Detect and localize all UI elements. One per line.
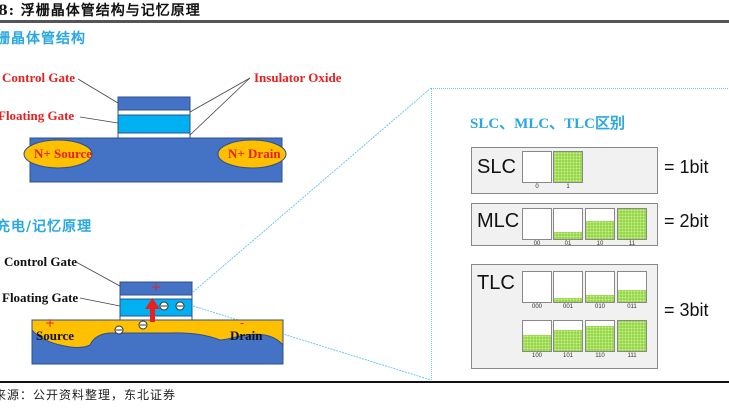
minus-drain: - (240, 316, 245, 330)
level-code: 010 (594, 304, 605, 310)
label-insulator-oxide: Insulator Oxide (254, 70, 342, 85)
label-drain-charging: Drain (230, 328, 263, 343)
level-code: 101 (562, 353, 573, 359)
leader-control-gate (77, 78, 119, 104)
charge-level-cell (553, 151, 583, 183)
label-floating-gate-charging: Floating Gate (2, 290, 79, 305)
leader-oxide-1 (189, 77, 251, 113)
charge-level-cell (553, 320, 583, 352)
slc-bit-result: = 1bit (664, 157, 709, 177)
charge-level-cell (522, 151, 552, 183)
zoom-connector-top (192, 87, 432, 293)
label-control-gate: Control Gate (2, 70, 76, 85)
level-code: 000 (531, 304, 542, 310)
control-gate (117, 96, 191, 111)
label-n-drain: N+ Drain (228, 146, 281, 161)
label-source-charging: Source (36, 328, 75, 343)
leader-floating-gate (79, 116, 119, 124)
charge-level-cell (617, 320, 647, 352)
charge-fill (586, 325, 614, 351)
floating-gate (117, 114, 191, 134)
level-code: 100 (531, 353, 542, 359)
level-code: 10 (596, 241, 604, 247)
label-n-source: N+ Source (34, 146, 93, 161)
transistor-charging-diagram (31, 261, 284, 365)
leader-oxide-2 (189, 77, 251, 136)
charge-fill (554, 231, 582, 239)
electrons (114, 301, 185, 335)
charge-level-cell (585, 271, 615, 303)
figure-title: 8: 浮栅晶体管结构与记忆原理 (0, 3, 201, 19)
charge-level-cell (522, 271, 552, 303)
charge-level-cell (585, 320, 615, 352)
section-title-structure: 栅晶体管结构 (0, 31, 86, 47)
label-floating-gate: Floating Gate (0, 108, 75, 123)
charge-fill (523, 334, 551, 351)
leader-floating-gate-charging (79, 297, 121, 307)
level-code: 11 (628, 241, 636, 247)
charge-fill (586, 221, 614, 239)
channel-region (31, 319, 284, 348)
level-code: 110 (595, 353, 605, 359)
level-code: 001 (562, 304, 573, 310)
source-note: 来源：公开资料整理，东北证券 (0, 388, 177, 402)
charge-level-cell (553, 271, 583, 303)
charge-fill (554, 152, 582, 182)
label-control-gate-charging: Control Gate (4, 254, 78, 269)
title-divider (0, 20, 729, 23)
level-code: 111 (627, 353, 637, 359)
slc-label: SLC (477, 156, 516, 178)
mlc-bit-result: = 2bit (664, 211, 709, 231)
insulator-top (117, 109, 191, 116)
charge-level-cell (585, 208, 615, 240)
charge-level-cell (617, 271, 647, 303)
insulator-bottom-charging (119, 315, 193, 321)
source-divider (0, 381, 729, 383)
level-code: 0 (535, 184, 539, 190)
insulator-bottom (117, 132, 191, 139)
tunnel-arrow-head (145, 298, 160, 309)
level-code: 1 (566, 184, 570, 190)
charge-fill (554, 330, 582, 351)
tlc-bit-result: = 3bit (664, 300, 709, 320)
charge-level-cell (553, 208, 583, 240)
level-code: 011 (627, 304, 637, 310)
comparison-title: SLC、MLC、TLC区别 (470, 116, 626, 132)
tlc-label: TLC (477, 272, 515, 294)
section-title-charging: 充电/记忆原理 (0, 219, 93, 235)
charge-fill (618, 290, 646, 302)
tunnel-arrow-shaft (150, 307, 155, 322)
level-code: 00 (533, 241, 541, 247)
charge-fill (618, 321, 646, 351)
transistor-structure-diagram (23, 77, 287, 183)
charge-level-cell (617, 208, 647, 240)
plus-source: + (45, 316, 56, 330)
mlc-label: MLC (477, 210, 520, 232)
insulator-top-charging (119, 294, 193, 300)
drain-region (217, 139, 287, 169)
charge-fill (618, 209, 646, 239)
plus-control-gate: + (151, 280, 162, 294)
zoom-connector-bottom (192, 305, 432, 381)
charge-fill (554, 298, 582, 302)
charge-level-cell (522, 208, 552, 240)
charge-level-cell (522, 320, 552, 352)
source-region (23, 139, 93, 169)
level-code: 01 (564, 241, 572, 247)
leader-control-gate-charging (75, 261, 121, 287)
charge-fill (586, 294, 614, 302)
